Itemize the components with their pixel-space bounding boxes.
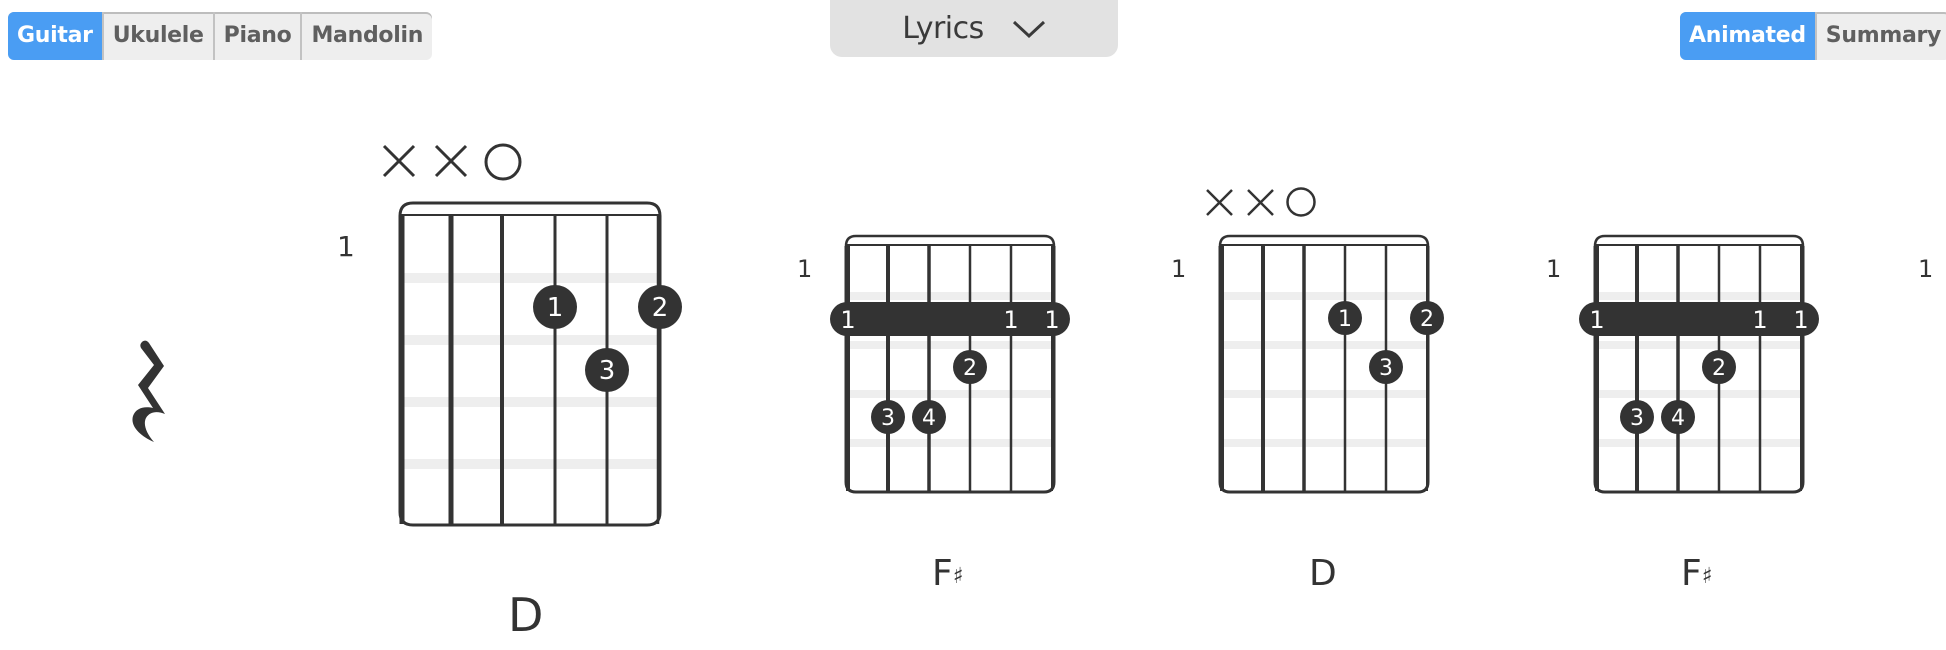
lyrics-dropdown[interactable]: Lyrics	[830, 0, 1118, 57]
chord-diagram-d-1[interactable]: 1 2 3	[382, 143, 682, 527]
open-string-icon	[484, 143, 522, 181]
svg-text:1: 1	[1752, 306, 1767, 334]
tab-guitar[interactable]: Guitar	[8, 12, 102, 60]
finger-dot: 2	[1410, 301, 1444, 335]
svg-text:2: 2	[1420, 307, 1434, 332]
finger-dot: 4	[1661, 400, 1695, 434]
start-fret-label: 1	[1546, 255, 1562, 283]
quarter-rest-icon	[132, 340, 165, 442]
finger-dot: 2	[638, 285, 682, 329]
finger-dot: 1	[533, 285, 577, 329]
tab-ukulele[interactable]: Ukulele	[101, 12, 213, 60]
muted-string-icon	[1206, 189, 1233, 216]
string-markers	[382, 143, 522, 181]
chord-name: F♯	[932, 553, 964, 594]
chord-root: F	[1681, 553, 1702, 594]
chord-accidental: ♯	[952, 564, 964, 589]
chord-name: D	[1309, 553, 1337, 594]
tab-mandolin[interactable]: Mandolin	[300, 12, 432, 60]
chord-name: F♯	[1681, 553, 1713, 594]
svg-text:1: 1	[1044, 306, 1059, 334]
tab-piano[interactable]: Piano	[212, 12, 301, 60]
chord-name: D	[508, 588, 543, 642]
start-fret-label: 1	[1171, 255, 1187, 283]
svg-text:2: 2	[1712, 356, 1726, 381]
chord-accidental: ♯	[1701, 564, 1713, 589]
finger-dot: 3	[871, 400, 905, 434]
finger-dot: 3	[1620, 400, 1654, 434]
instrument-tabs: Guitar Ukulele Piano Mandolin	[8, 12, 433, 60]
svg-text:3: 3	[1379, 356, 1393, 381]
muted-string-icon	[434, 144, 468, 178]
svg-text:3: 3	[1630, 406, 1644, 431]
svg-text:1: 1	[1793, 306, 1808, 334]
chord-diagram-d-2[interactable]: 1 2 3	[1206, 187, 1444, 494]
muted-string-icon	[382, 144, 416, 178]
svg-text:2: 2	[652, 293, 669, 323]
svg-text:1: 1	[840, 306, 855, 334]
chord-diagram-fsharp-2[interactable]: 1 1 1 2 3 4	[1579, 234, 1819, 494]
svg-text:3: 3	[599, 356, 616, 386]
svg-text:1: 1	[1589, 306, 1604, 334]
svg-text:3: 3	[881, 406, 895, 431]
chord-root: F	[932, 553, 953, 594]
svg-text:4: 4	[1671, 406, 1685, 431]
finger-dot: 3	[1369, 350, 1403, 384]
finger-dot: 3	[585, 348, 629, 392]
open-string-icon	[1286, 187, 1316, 217]
muted-string-icon	[1247, 189, 1274, 216]
svg-text:1: 1	[547, 293, 564, 323]
tab-animated[interactable]: Animated	[1680, 12, 1815, 60]
finger-dot: 2	[953, 350, 987, 384]
barre: 1 1 1	[1579, 302, 1819, 336]
view-tabs: Animated Summary	[1680, 12, 1946, 60]
finger-dot: 4	[912, 400, 946, 434]
start-fret-label: 1	[1918, 255, 1934, 283]
svg-text:1: 1	[1338, 307, 1352, 332]
chord-diagram-fsharp-1[interactable]: 1 1 1 2 3 4	[830, 234, 1070, 494]
svg-text:1: 1	[1003, 306, 1018, 334]
chord-root: D	[508, 588, 543, 642]
string-markers	[1206, 187, 1316, 217]
svg-text:2: 2	[963, 356, 977, 381]
finger-dot: 2	[1702, 350, 1736, 384]
finger-dot: 1	[1328, 301, 1362, 335]
chevron-down-icon	[1012, 20, 1045, 38]
start-fret-label: 1	[337, 230, 355, 263]
chord-root: D	[1309, 553, 1337, 594]
barre: 1 1 1	[830, 302, 1070, 336]
svg-text:4: 4	[922, 406, 936, 431]
start-fret-label: 1	[797, 255, 813, 283]
lyrics-dropdown-label: Lyrics	[902, 11, 984, 46]
tab-summary[interactable]: Summary	[1814, 12, 1946, 60]
